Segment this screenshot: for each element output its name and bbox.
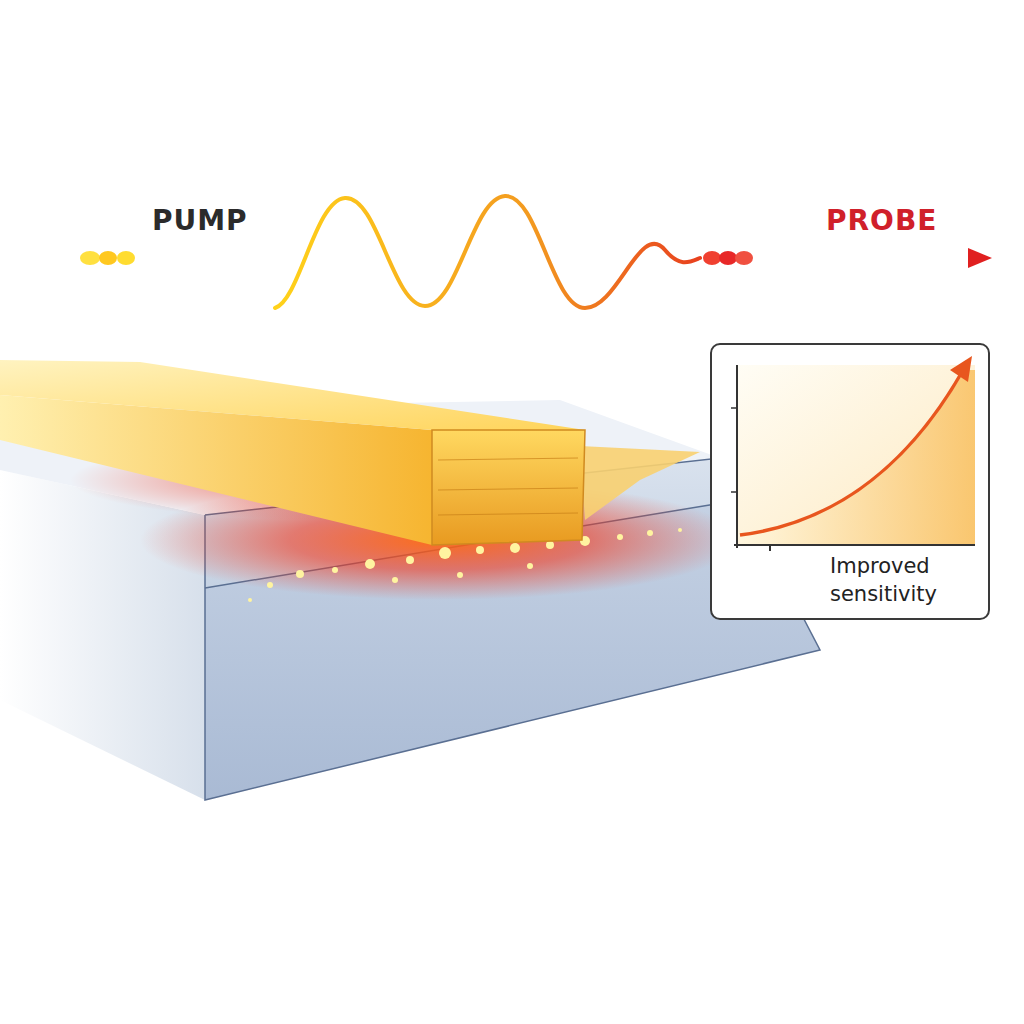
chart-caption: Improved sensitivity <box>830 553 970 608</box>
inset-chart-box: Improved sensitivity <box>710 343 990 620</box>
probe-label: PROBE <box>826 204 937 237</box>
pump-label: PUMP <box>152 204 248 237</box>
